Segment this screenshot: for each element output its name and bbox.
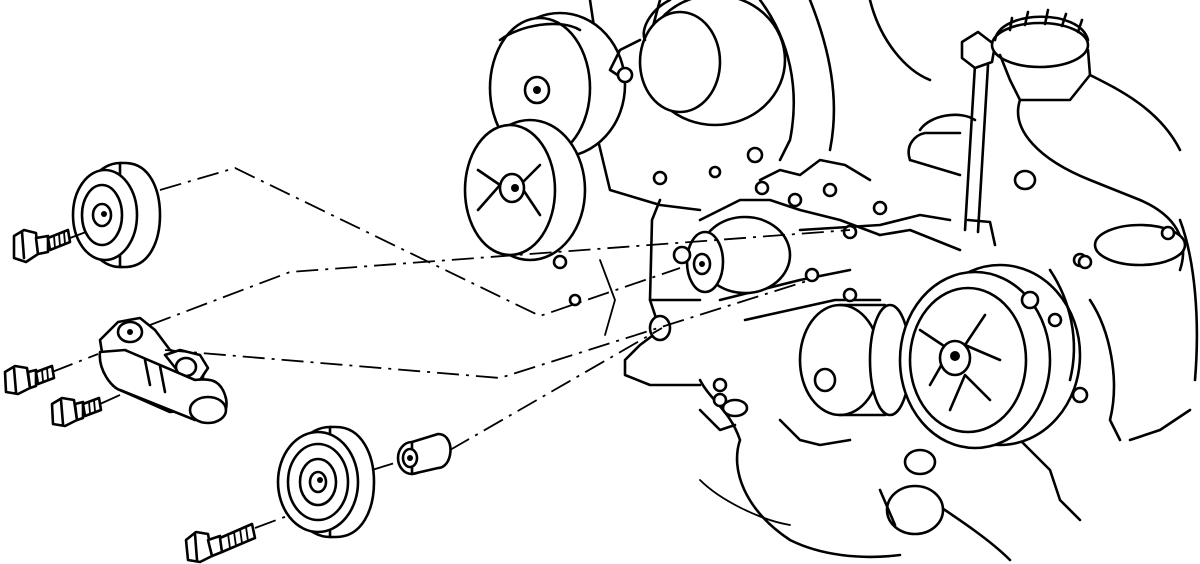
upper-idler-pulley [71,161,162,269]
assembly-leader-lines [51,167,851,529]
belt-tensioner [98,316,228,425]
idler-bracket-top [608,0,787,127]
upper-idler-pulley-bolt [12,228,72,264]
water-pump-pulley [898,252,1089,450]
pulley-spacer-bushing [396,432,452,476]
alternator [798,303,912,417]
lower-idler-pulley-bolt [184,522,257,564]
thermostat-outlet [907,73,1187,272]
tensioner-bolt-lower [50,396,103,428]
lower-idler-pulley [276,425,376,539]
dipstick-tube [960,30,997,247]
oil-filler-cap [990,8,1092,102]
crankshaft-pulley [463,118,587,262]
block-studs [552,146,1093,536]
tensioner-bolt-upper [3,364,56,396]
engine-block [588,0,1199,562]
